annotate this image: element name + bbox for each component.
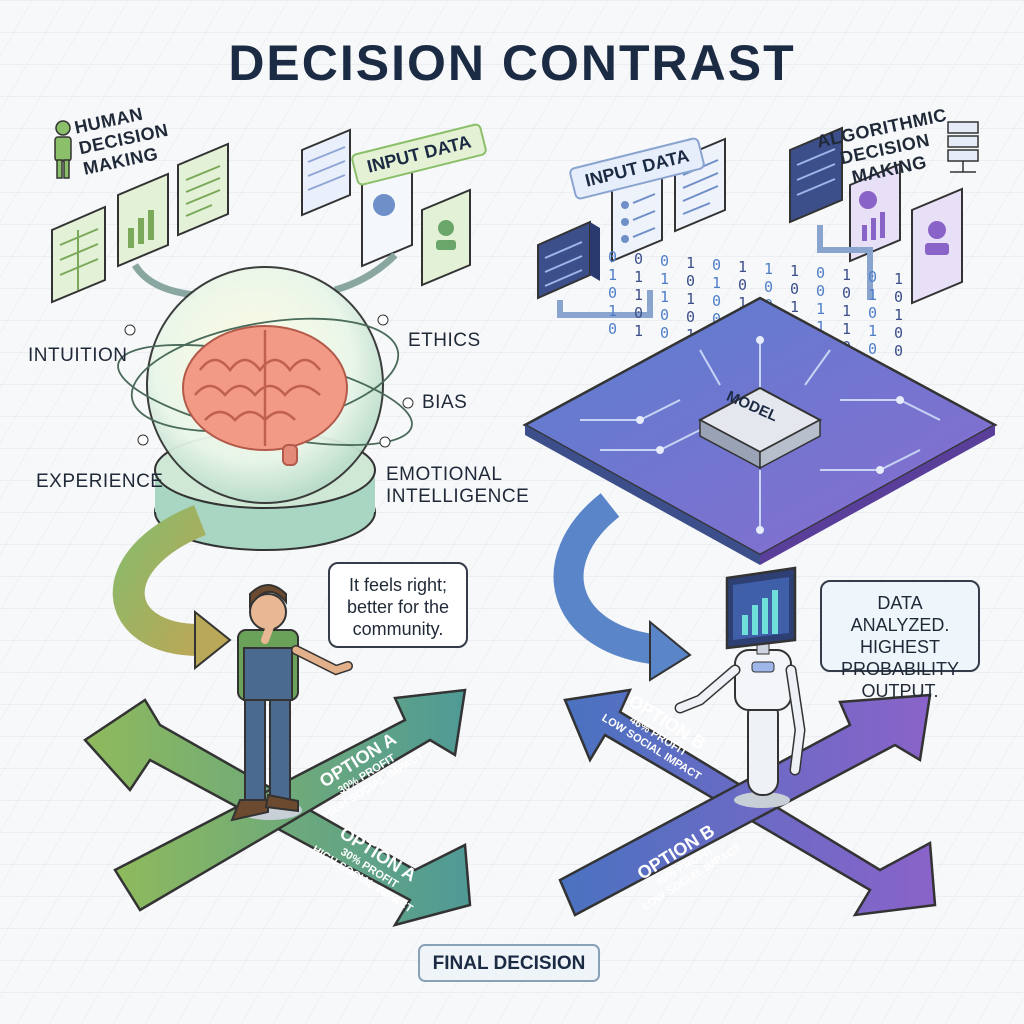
binary-digit: 1	[712, 274, 721, 292]
binary-digit: 0	[894, 288, 903, 306]
binary-digit: 0	[634, 304, 643, 322]
binary-stream: 0101001101011001010101001101011001010101…	[608, 248, 903, 360]
human-chart-doc-icon	[117, 172, 169, 268]
binary-digit: 0	[660, 306, 669, 324]
human-flow-arrow-right	[334, 252, 398, 294]
binary-digit: 1	[868, 286, 877, 304]
binary-digit: 1	[608, 302, 617, 320]
binary-digit: 0	[686, 308, 695, 326]
binary-digit: 1	[608, 266, 617, 284]
binary-digit: 0	[738, 276, 747, 294]
robot-figure	[674, 566, 806, 808]
binary-digit: 1	[790, 262, 799, 280]
human-decision-arrowhead	[194, 609, 232, 671]
binary-digit: 0	[660, 252, 669, 270]
factor-ethics: ETHICS	[408, 330, 481, 351]
binary-digit: 1	[634, 286, 643, 304]
binary-digit: 1	[894, 270, 903, 288]
human-flow-arrow-left	[131, 263, 196, 299]
binary-digit: 0	[868, 268, 877, 286]
binary-digit: 1	[634, 268, 643, 286]
binary-digit: 0	[816, 264, 825, 282]
binary-digit: 1	[816, 300, 825, 318]
human-decision-curve-arrow	[112, 505, 207, 656]
binary-digit: 1	[842, 266, 851, 284]
algo-decision-curve-arrow	[553, 493, 662, 665]
algo-flow-arrow-right	[817, 225, 873, 300]
brain-icon	[182, 325, 348, 466]
binary-digit: 0	[764, 278, 773, 296]
server-rack-icon	[947, 121, 979, 173]
binary-digit: 1	[660, 270, 669, 288]
page-title: DECISION CONTRAST	[228, 35, 796, 91]
human-spreadsheet-icon	[51, 205, 106, 304]
binary-digit: 0	[842, 284, 851, 302]
factor-intuition: INTUITION	[28, 345, 128, 366]
binary-digit: 0	[712, 292, 721, 310]
algo-flow-arrow-left	[557, 290, 653, 318]
binary-digit: 0	[712, 310, 721, 328]
binary-digit: 1	[738, 294, 747, 312]
binary-digit: 1	[686, 254, 695, 272]
binary-digit: 0	[660, 324, 669, 342]
binary-digit: 0	[816, 282, 825, 300]
binary-digit: 0	[608, 284, 617, 302]
binary-digit: 1	[738, 258, 747, 276]
binary-digit: 0	[868, 340, 877, 358]
binary-digit: 1	[686, 290, 695, 308]
algo-db-docs	[789, 126, 963, 305]
human-speech-bubble: It feels right; better for the community…	[328, 562, 468, 648]
model-chip	[697, 386, 823, 470]
binary-digit: 1	[816, 318, 825, 336]
binary-digit: 0	[608, 248, 617, 266]
algo-server-block	[537, 220, 600, 300]
final-decision-badge: FINAL DECISION	[418, 944, 600, 982]
binary-digit: 1	[764, 260, 773, 278]
binary-digit: 0	[634, 250, 643, 268]
binary-digit: 0	[790, 280, 799, 298]
factor-experience: EXPERIENCE	[36, 471, 164, 492]
binary-digit: 0	[894, 324, 903, 342]
human-person-figure	[230, 584, 353, 822]
factor-bias: BIAS	[422, 392, 468, 413]
binary-digit: 1	[868, 322, 877, 340]
binary-digit: 1	[894, 306, 903, 324]
binary-digit: 1	[842, 320, 851, 338]
algo-decision-arrowhead	[649, 619, 692, 682]
binary-digit: 1	[634, 322, 643, 340]
binary-digit: 0	[894, 342, 903, 360]
binary-digit: 1	[842, 302, 851, 320]
human-input-docs	[301, 128, 471, 287]
binary-digit: 1	[660, 288, 669, 306]
binary-digit: 1	[790, 298, 799, 316]
factor-emotional-intelligence: EMOTIONAL INTELLIGENCE	[386, 464, 530, 507]
binary-digit: 0	[686, 272, 695, 290]
algo-speech-bubble: DATA ANALYZED. HIGHEST PROBABILITY OUTPU…	[820, 580, 980, 701]
binary-digit: 0	[712, 256, 721, 274]
human-person-icon	[54, 120, 72, 179]
human-text-doc-icon	[177, 142, 229, 237]
binary-digit: 0	[608, 320, 617, 338]
binary-digit: 0	[868, 304, 877, 322]
